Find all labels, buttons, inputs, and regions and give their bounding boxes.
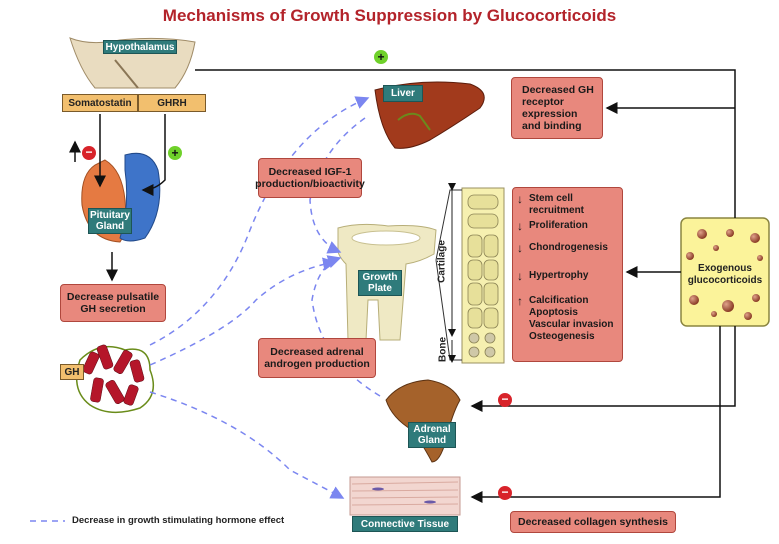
- minus-sign-icon: −: [498, 486, 512, 500]
- effect-item: ↓Chondrogenesis: [517, 241, 608, 255]
- adrenal-shape: [385, 379, 461, 463]
- effect-item: ↓Hypertrophy: [517, 269, 589, 283]
- gh-receptor-box: Decreased GH receptor expression and bin…: [511, 77, 603, 139]
- liver-label: Liver: [383, 85, 423, 102]
- down-arrow-icon: ↓: [517, 192, 523, 206]
- pulsatile-gh-box: Decrease pulsatile GH secretion: [60, 284, 166, 322]
- legend-text: Decrease in growth stimulating hormone e…: [72, 515, 285, 526]
- effect-item: ↓Stem cell recruitment: [517, 192, 585, 216]
- igf1-box: Decreased IGF-1 production/bioactivity: [255, 158, 365, 198]
- effect-item: ↑Calcification Apoptosis Vascular invasi…: [517, 294, 614, 342]
- growth-plate-effects-box: ↓Stem cell recruitment ↓Proliferation ↓C…: [512, 187, 623, 362]
- bone-label: Bone: [437, 337, 449, 362]
- adrenal-androgen-box: Decreased adrenal androgen production: [258, 338, 376, 378]
- plus-sign-icon: +: [374, 50, 388, 64]
- growth-plate-label: Growth Plate: [358, 270, 402, 296]
- up-arrow-icon: ↑: [517, 294, 523, 308]
- diagram-title: Mechanisms of Growth Suppression by Gluc…: [162, 6, 617, 25]
- cartilage-label: Cartilage: [436, 240, 448, 283]
- ghrh-label: GHRH: [138, 94, 206, 112]
- pituitary-label: Pituitary Gland: [88, 208, 132, 234]
- minus-sign-icon: −: [498, 393, 512, 407]
- down-arrow-icon: ↓: [517, 219, 523, 233]
- down-arrow-icon: ↓: [517, 241, 523, 255]
- minus-sign-icon: −: [82, 146, 96, 160]
- hypothalamus-label: Hypothalamus: [103, 40, 177, 54]
- down-arrow-icon: ↓: [517, 269, 523, 283]
- effect-item: ↓Proliferation: [517, 219, 588, 233]
- exogenous-label: Exogenous glucocorticoids: [687, 263, 763, 286]
- gh-label: GH: [60, 364, 84, 380]
- collagen-box: Decreased collagen synthesis: [510, 511, 676, 533]
- somatostatin-label: Somatostatin: [62, 94, 138, 112]
- connective-tissue-label: Connective Tissue: [352, 516, 458, 532]
- plus-sign-icon: +: [168, 146, 182, 160]
- brain-stalk: [114, 59, 139, 89]
- adrenal-label: Adrenal Gland: [408, 422, 456, 448]
